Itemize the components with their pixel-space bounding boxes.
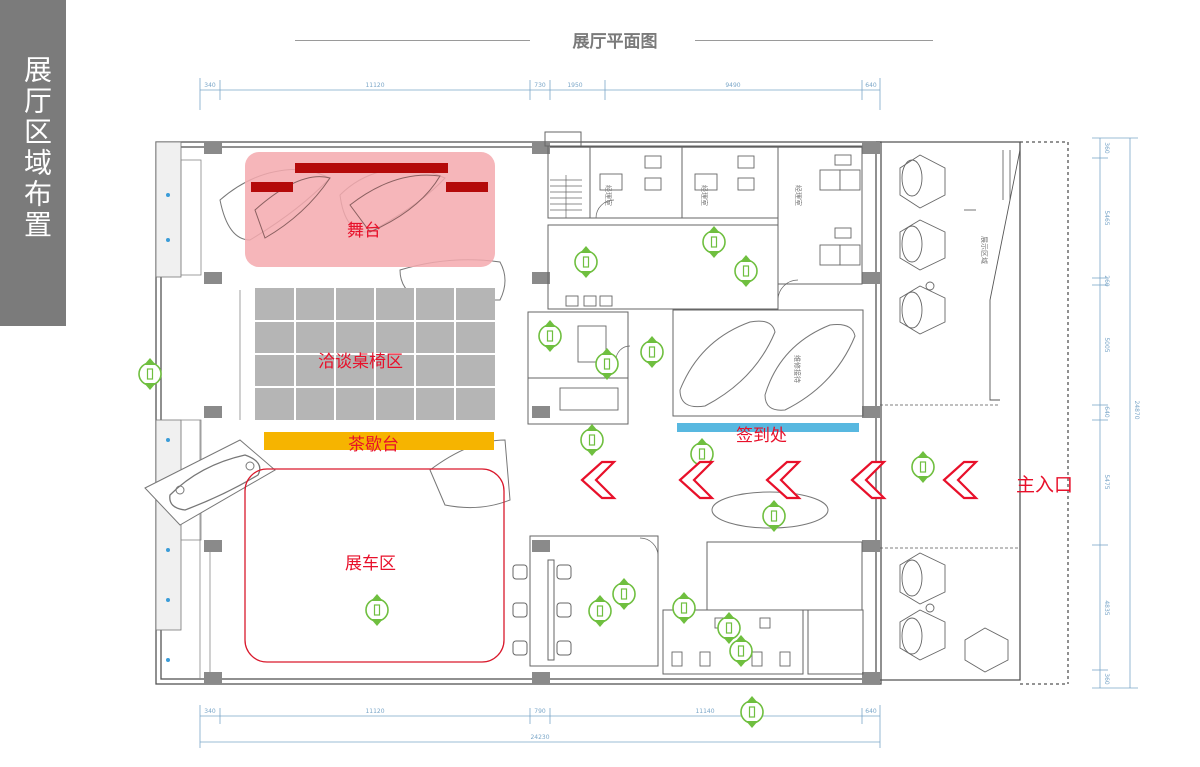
interior-rooms xyxy=(527,131,864,675)
svg-text:260: 260 xyxy=(1103,275,1110,287)
display-zone xyxy=(244,468,505,663)
checkin-desk xyxy=(677,423,859,432)
title-rule-right xyxy=(695,40,933,41)
left-facade xyxy=(155,141,241,680)
camera-icon xyxy=(734,254,758,288)
svg-text:640: 640 xyxy=(1103,406,1110,418)
title-rule-left xyxy=(295,40,530,41)
camera-icon xyxy=(580,423,604,457)
stage-label: 舞台 xyxy=(347,221,381,241)
camera-icon xyxy=(138,357,162,391)
stage-zone xyxy=(245,152,495,267)
columns xyxy=(204,142,880,684)
dimension-top xyxy=(199,78,881,110)
entrance-arrow-icon xyxy=(850,460,886,500)
entrance-arrow-icon xyxy=(765,460,801,500)
dimension-bottom xyxy=(199,705,881,748)
dimension-right xyxy=(1092,137,1138,689)
svg-text:1950: 1950 xyxy=(567,82,582,89)
camera-icon xyxy=(538,319,562,353)
tea-bar xyxy=(264,432,494,450)
camera-icon xyxy=(640,335,664,369)
svg-text:5465: 5465 xyxy=(1103,210,1110,225)
svg-text:640: 640 xyxy=(865,82,877,89)
office-furniture xyxy=(559,154,861,411)
lounge-chairs xyxy=(512,559,572,661)
dimension-bottom-labels: 340 11120 790 11140 640 24230 xyxy=(204,708,877,741)
office-labels: 经理室 经理室 经理室 维修接待 xyxy=(604,185,803,383)
svg-text:360: 360 xyxy=(1103,142,1110,154)
svg-text:维修接待: 维修接待 xyxy=(793,355,802,383)
svg-text:经理室: 经理室 xyxy=(604,185,613,206)
camera-icon xyxy=(729,634,753,668)
tea-bar-label: 茶歇台 xyxy=(348,435,399,455)
negotiation-grid xyxy=(255,288,495,420)
checkin-label: 签到处 xyxy=(736,426,787,446)
svg-text:9490: 9490 xyxy=(725,82,740,89)
svg-text:5005: 5005 xyxy=(1103,337,1110,352)
svg-text:340: 340 xyxy=(204,82,216,89)
svg-text:340: 340 xyxy=(204,708,216,715)
svg-text:640: 640 xyxy=(865,708,877,715)
display-label: 展车区 xyxy=(345,554,396,574)
svg-text:展示区域: 展示区域 xyxy=(980,236,989,264)
svg-text:5475: 5475 xyxy=(1103,474,1110,489)
negotiation-label: 洽谈桌椅区 xyxy=(318,352,403,372)
svg-text:24230: 24230 xyxy=(530,734,549,741)
right-wing-displays: 展示区域 xyxy=(899,154,1009,673)
camera-icon xyxy=(740,695,764,729)
side-title: 展厅区域布置 xyxy=(20,55,53,241)
dimension-right-labels: 360 5465 260 5005 640 5475 4835 360 2487… xyxy=(1103,142,1140,685)
camera-icon xyxy=(588,594,612,628)
svg-text:360: 360 xyxy=(1103,673,1110,685)
entrance-arrow-icon xyxy=(678,460,714,500)
camera-icon xyxy=(672,591,696,625)
page-title: 展厅平面图 xyxy=(572,32,658,52)
camera-icon xyxy=(612,577,636,611)
svg-text:790: 790 xyxy=(534,708,546,715)
camera-icon xyxy=(911,450,935,484)
entrance-label: 主入口 xyxy=(1016,474,1074,496)
camera-icon xyxy=(717,611,741,645)
dimension-top-labels: 340 11120 730 1950 9490 640 xyxy=(204,82,877,89)
entrance-arrow-icon xyxy=(580,460,616,500)
svg-text:经理室: 经理室 xyxy=(700,185,709,206)
svg-text:4835: 4835 xyxy=(1103,600,1110,615)
svg-text:经理室: 经理室 xyxy=(794,185,803,206)
svg-text:24870: 24870 xyxy=(1133,400,1140,419)
camera-icon xyxy=(702,225,726,259)
svg-text:11120: 11120 xyxy=(365,708,384,715)
camera-icon xyxy=(365,593,389,627)
svg-text:11140: 11140 xyxy=(695,708,714,715)
camera-icon xyxy=(574,245,598,279)
svg-text:730: 730 xyxy=(534,82,546,89)
side-banner: 展厅区域布置 xyxy=(0,0,66,326)
entrance-arrow-icon xyxy=(942,460,978,500)
svg-text:11120: 11120 xyxy=(365,82,384,89)
